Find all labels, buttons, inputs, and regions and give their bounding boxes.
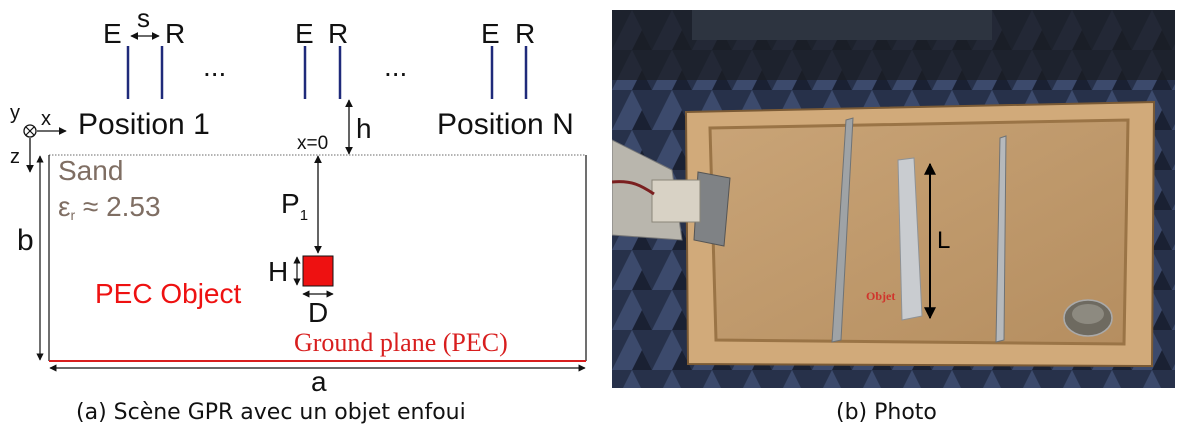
x-axis-label: x — [41, 108, 51, 130]
caption-scene: (a) Scène GPR avec un objet enfoui — [76, 400, 466, 425]
right-partition — [995, 135, 1007, 343]
receiver-label: R — [165, 18, 185, 49]
object-width-label: D — [308, 297, 328, 328]
antenna-position-n: E R — [481, 18, 535, 99]
top-rail — [692, 10, 992, 40]
box-width-label: a — [311, 366, 327, 397]
antenna-position-center: E R — [295, 18, 348, 99]
y-axis-label: y — [10, 102, 20, 124]
metal-plate-object — [897, 157, 923, 321]
antenna-cable — [612, 180, 655, 196]
z-axis-label: z — [10, 146, 20, 168]
antenna-position-1: E R s — [103, 3, 185, 99]
experiment-photo: Objet L — [612, 10, 1175, 388]
spacing-label: s — [137, 3, 150, 33]
emitter-label: E — [103, 18, 122, 49]
ellipsis-2: ... — [384, 51, 407, 82]
ground-plane-label: Ground plane (PEC) — [294, 328, 508, 357]
object-label: PEC Object — [95, 278, 241, 309]
receiver-label: R — [515, 18, 535, 49]
length-label: L — [937, 227, 950, 254]
height-label: h — [356, 113, 372, 144]
object-tag: Objet — [866, 289, 895, 303]
medium-name: Sand — [58, 155, 123, 186]
sand-area — [710, 120, 1128, 344]
depth-label: P1 — [281, 188, 308, 224]
emitter-label: E — [481, 18, 500, 49]
position-n-label: Position N — [437, 108, 574, 141]
position-1-label: Position 1 — [78, 108, 210, 141]
origin-label: x=0 — [297, 133, 328, 154]
gpr-scene-diagram: E R s ... E R ... E R Position 1 Positio… — [10, 3, 587, 397]
coordinate-axes: y x z — [10, 102, 67, 173]
permittivity-label: εr ≈ 2.53 — [58, 191, 161, 223]
receiver-label: R — [328, 18, 348, 49]
ellipsis-1: ... — [203, 51, 226, 82]
pec-object — [302, 255, 334, 287]
object-height-label: H — [268, 256, 288, 287]
box-height-label: b — [17, 224, 34, 257]
caption-photo: (b) Photo — [836, 400, 937, 425]
emitter-label: E — [295, 18, 314, 49]
antenna-mount — [651, 179, 701, 223]
y-axis-out-icon — [23, 124, 37, 138]
left-partition — [831, 117, 854, 343]
